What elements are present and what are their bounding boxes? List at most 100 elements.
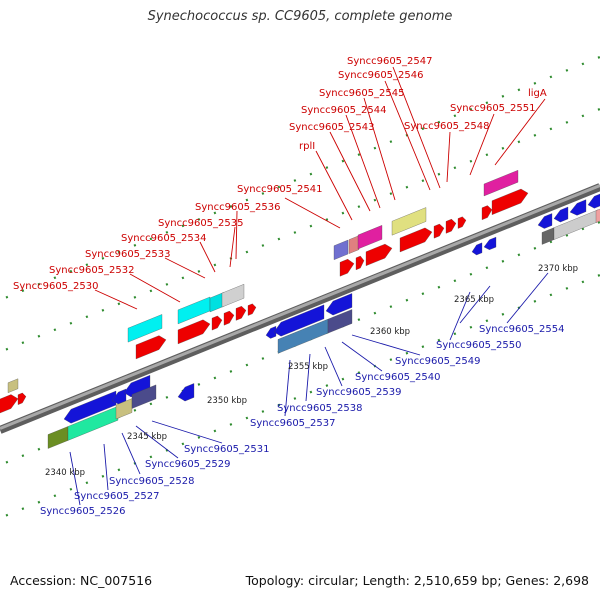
tick-dot	[165, 230, 169, 234]
tick-dot	[197, 270, 201, 273]
gene-label[interactable]: Syncc9605_2532	[49, 265, 135, 276]
gene-feature	[211, 315, 223, 331]
tick-dot	[229, 370, 233, 373]
tick-dot	[245, 416, 249, 420]
tick-dot	[453, 114, 457, 118]
gene-label[interactable]: Syncc9605_2549	[395, 356, 481, 367]
leader-line	[129, 273, 181, 303]
gene-label[interactable]: Syncc9605_2533	[85, 249, 171, 260]
gene-label[interactable]: rplI	[299, 141, 315, 152]
genome-backbone	[0, 183, 600, 434]
gene-feature	[587, 193, 600, 209]
tick-dot	[213, 429, 217, 433]
gene-feature	[115, 398, 133, 420]
leader-line	[121, 432, 141, 475]
gene-label[interactable]: Syncc9605_2544	[301, 105, 387, 116]
gene-label[interactable]: Syncc9605_2536	[195, 202, 281, 213]
leader-line	[284, 197, 341, 229]
leader-line	[329, 131, 371, 212]
gene-feature	[177, 296, 211, 325]
tick-dot	[133, 243, 137, 247]
gene-label[interactable]: Syncc9605_2539	[316, 387, 402, 398]
genome-summary: Topology: circular; Length: 2,510,659 bp…	[245, 573, 589, 588]
tick-dot	[325, 218, 329, 221]
gene-label[interactable]: Syncc9605_2528	[109, 476, 195, 487]
leader-line	[341, 341, 383, 372]
accession-label: Accession: NC_007516	[10, 573, 153, 588]
tick-dot	[197, 436, 201, 439]
gene-feature	[541, 227, 555, 245]
gene-features	[0, 169, 600, 449]
gene-feature	[391, 207, 427, 236]
leader-line	[94, 289, 138, 310]
tick-dot	[485, 153, 489, 157]
gene-label[interactable]: Syncc9605_2547	[347, 56, 433, 67]
gene-feature	[365, 243, 393, 267]
leader-line	[494, 98, 546, 166]
gene-label[interactable]: Syncc9605_2545	[319, 88, 405, 99]
tick-dot	[581, 280, 585, 284]
tick-dot	[389, 140, 393, 144]
ruler-label: 2340 kbp	[45, 468, 85, 478]
tick-dot	[5, 460, 9, 464]
gene-label[interactable]: Syncc9605_2540	[355, 372, 441, 383]
gene-feature	[399, 227, 433, 253]
gene-label[interactable]: ligA	[528, 88, 547, 99]
gene-label[interactable]: Syncc9605_2538	[277, 403, 363, 414]
gene-label[interactable]: Syncc9605_2543	[289, 122, 375, 133]
gene-label[interactable]: Syncc9605_2529	[145, 459, 231, 470]
tick-dot	[277, 185, 281, 189]
top-strand-labels: Syncc9605_2530 Syncc9605_2532 Syncc9605_…	[13, 56, 547, 292]
tick-dot	[117, 468, 121, 472]
tick-dot	[357, 205, 361, 209]
tick-dot	[277, 237, 281, 241]
tick-dot	[485, 319, 489, 323]
tick-dot	[549, 240, 553, 244]
leader-line	[384, 80, 431, 191]
tick-dot	[181, 224, 185, 228]
ruler-labels: 2340 kbp 2345 kbp 2350 kbp 2355 kbp 2360…	[45, 264, 578, 478]
tick-dot	[149, 237, 153, 241]
gene-feature	[63, 390, 117, 424]
tick-dot	[549, 127, 553, 131]
tick-dot	[517, 253, 521, 257]
tick-dot	[245, 363, 249, 367]
gene-label[interactable]: Syncc9605_2550	[436, 340, 522, 351]
gene-feature	[457, 216, 467, 229]
tick-dot	[229, 423, 233, 426]
tick-dot	[325, 166, 329, 169]
gene-feature	[357, 225, 383, 250]
ruler-label: 2345 kbp	[127, 432, 167, 442]
tick-dot	[69, 487, 73, 491]
tick-dot	[117, 250, 121, 254]
tick-dot	[213, 263, 217, 267]
gene-label[interactable]: Syncc9605_2554	[479, 324, 565, 335]
gene-label[interactable]: Syncc9605_2551	[450, 103, 536, 114]
gene-label[interactable]: Syncc9605_2541	[237, 184, 323, 195]
gene-label[interactable]: Syncc9605_2530	[13, 281, 99, 292]
gene-label[interactable]: Syncc9605_2548	[404, 121, 490, 132]
tick-dot	[341, 211, 345, 215]
gene-label[interactable]: Syncc9605_2531	[184, 444, 270, 455]
tick-dot	[533, 81, 537, 85]
gene-feature	[483, 169, 519, 197]
gene-label[interactable]: Syncc9605_2537	[250, 418, 336, 429]
tick-dot	[453, 332, 457, 336]
gene-label[interactable]: Syncc9605_2526	[40, 506, 126, 517]
gene-label[interactable]: Syncc9605_2534	[121, 233, 207, 244]
leader-line	[324, 346, 343, 387]
gene-feature	[339, 259, 355, 277]
tick-dot	[373, 198, 377, 202]
gene-label[interactable]: Syncc9605_2546	[338, 70, 424, 81]
tick-dot	[21, 454, 25, 458]
gene-feature	[537, 213, 553, 229]
tick-dot	[581, 62, 585, 66]
gene-label[interactable]: Syncc9605_2535	[158, 218, 244, 229]
tick-dot	[501, 146, 505, 150]
tick-dot	[261, 357, 265, 360]
tick-dot	[37, 447, 41, 451]
gene-label[interactable]: Syncc9605_2527	[74, 491, 160, 502]
tick-dot	[373, 146, 377, 150]
tick-dot	[549, 293, 553, 297]
